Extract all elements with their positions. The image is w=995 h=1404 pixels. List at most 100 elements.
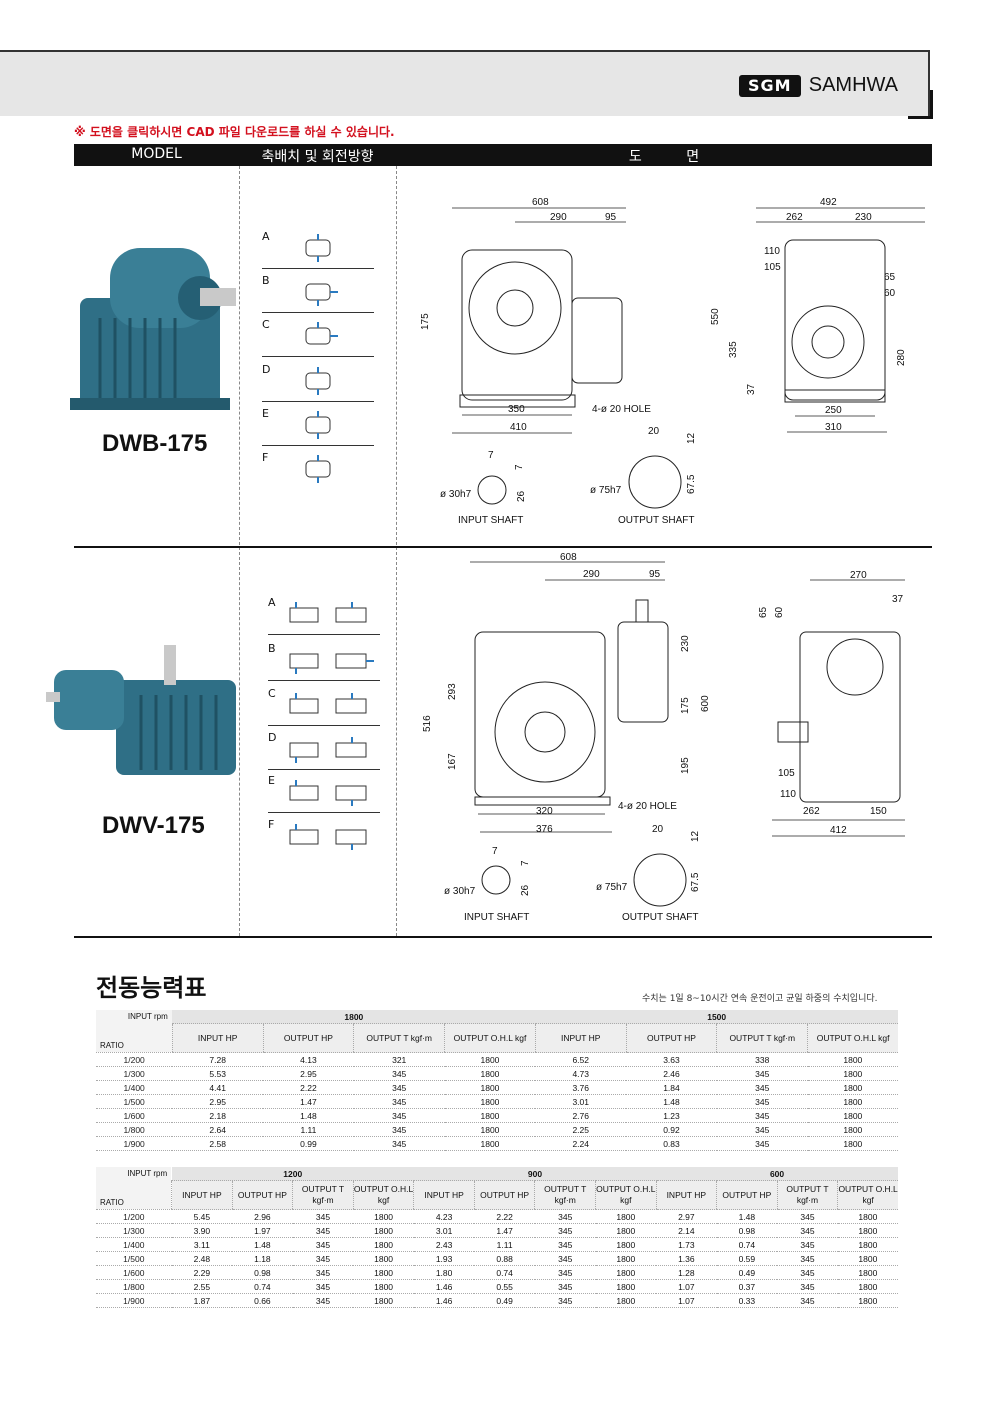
dim-label: 20 [648,426,660,437]
section-divider [74,936,932,938]
shaft-label: INPUT SHAFT [458,515,523,526]
value-cell: 345 [353,1066,445,1081]
value-cell: 345 [777,1251,838,1266]
value-cell: 1.11 [263,1122,354,1137]
column-header: OUTPUT HP [231,1180,293,1210]
value-cell: 4.23 [413,1209,475,1224]
shaft-label: OUTPUT SHAFT [622,912,698,923]
value-cell: 2.76 [535,1108,627,1123]
dim-label: 293 [447,683,458,700]
value-cell: 1.47 [263,1094,354,1109]
value-cell: 2.22 [474,1209,535,1224]
performance-title: 전동능력표 [96,974,207,1002]
brand: SGM SAMHWA [738,74,898,97]
column-header: OUTPUT T kgf·m [716,1023,808,1053]
gearbox-photo[interactable] [46,640,241,780]
column-header: INPUT HP [171,1023,264,1053]
column-header: OUTPUT T kgf·m [292,1180,354,1210]
model-name: DWV-175 [102,812,205,839]
dim-label: 608 [532,197,549,208]
value-cell: 1800 [807,1108,898,1123]
column-header: INPUT HP [534,1023,627,1053]
dim-label: ø 30h7 [444,886,476,897]
dim-label: ø 75h7 [590,485,622,496]
shaft-label: INPUT SHAFT [464,912,529,923]
value-cell: 1.73 [656,1237,717,1252]
dim-label: 67.5 [690,872,701,892]
value-cell: 345 [534,1223,596,1238]
value-cell: 345 [292,1251,354,1266]
arrangement-icon [305,283,338,306]
value-cell: 1.07 [656,1279,717,1294]
dim-label: 67.5 [686,474,697,494]
dim-label: 12 [686,432,697,444]
dim-label: 105 [778,768,795,779]
arrangement-icon [289,824,367,850]
value-cell: 345 [353,1108,445,1123]
value-cell: 0.49 [474,1293,535,1308]
ratio-cell: 1/300 [96,1223,172,1238]
dim-label: 7 [514,464,525,470]
gearbox-photo[interactable] [60,228,240,418]
value-cell: 2.22 [263,1080,354,1095]
dwb-drawing[interactable]: 608 290 95 175 350 410 4-ø 20 HOLE 492 2… [400,190,930,540]
value-cell: 7.28 [172,1052,264,1067]
dim-label: 110 [780,789,796,800]
value-cell: 0.88 [474,1251,535,1266]
value-cell: 1800 [807,1080,898,1095]
value-cell: 2.55 [171,1279,233,1294]
speed-header: 1200 [171,1167,414,1181]
dim-label: 290 [583,569,600,580]
column-divider [396,166,397,936]
value-cell: 345 [716,1094,808,1109]
dwv-drawing[interactable]: 608 290 95 230 293 516 175 600 167 195 3… [400,552,930,932]
value-cell: 2.96 [232,1209,293,1224]
column-header: OUTPUT T kgf·m [534,1180,596,1210]
value-cell: 1.47 [474,1223,535,1238]
arrangement-icon [289,780,367,806]
speed-header: 1500 [535,1010,898,1024]
brand-name: SAMHWA [808,74,898,96]
value-cell: 1800 [444,1052,536,1067]
column-header: OUTPUT O.H.L kgf [807,1023,898,1053]
value-cell: 2.97 [656,1209,717,1224]
cad-download-notice[interactable]: ※ 도면을 클릭하시면 CAD 파일 다운로드를 하실 수 있습니다. [74,125,395,139]
column-header: INPUT HP [655,1180,717,1210]
sgm-logo: SGM [738,74,801,97]
performance-note: 수치는 1일 8~10시간 연속 운전이고 균일 하중의 수치입니다. [642,994,878,1004]
value-cell: 1.48 [626,1094,717,1109]
value-cell: 345 [716,1080,808,1095]
dim-label: 230 [855,212,872,223]
dim-label: 376 [536,824,553,835]
value-cell: 1800 [837,1209,898,1224]
arrangement-icon [289,693,367,714]
ratio-cell: 1/200 [96,1052,173,1067]
value-cell: 1800 [595,1251,657,1266]
column-header: OUTPUT T kgf·m [353,1023,445,1053]
value-cell: 345 [534,1251,596,1266]
ratio-cell: 1/500 [96,1094,173,1109]
dim-label: ø 75h7 [596,882,628,893]
dim-label: 110 [764,246,780,257]
column-header: OUTPUT HP [716,1180,778,1210]
value-cell: 0.74 [716,1237,778,1252]
value-cell: 1800 [807,1052,898,1067]
column-header: INPUT HP [413,1180,475,1210]
value-cell: 2.18 [172,1108,264,1123]
value-cell: 1800 [595,1279,657,1294]
value-cell: 345 [353,1136,445,1151]
corner-bracket [908,90,933,119]
dim-label: 410 [510,422,527,433]
dim-label: 262 [786,212,803,223]
value-cell: 1.46 [413,1279,475,1294]
column-header: OUTPUT T kgf·m [776,1180,838,1210]
value-cell: 1800 [807,1094,898,1109]
value-cell: 345 [292,1223,354,1238]
value-cell: 0.33 [716,1293,778,1308]
